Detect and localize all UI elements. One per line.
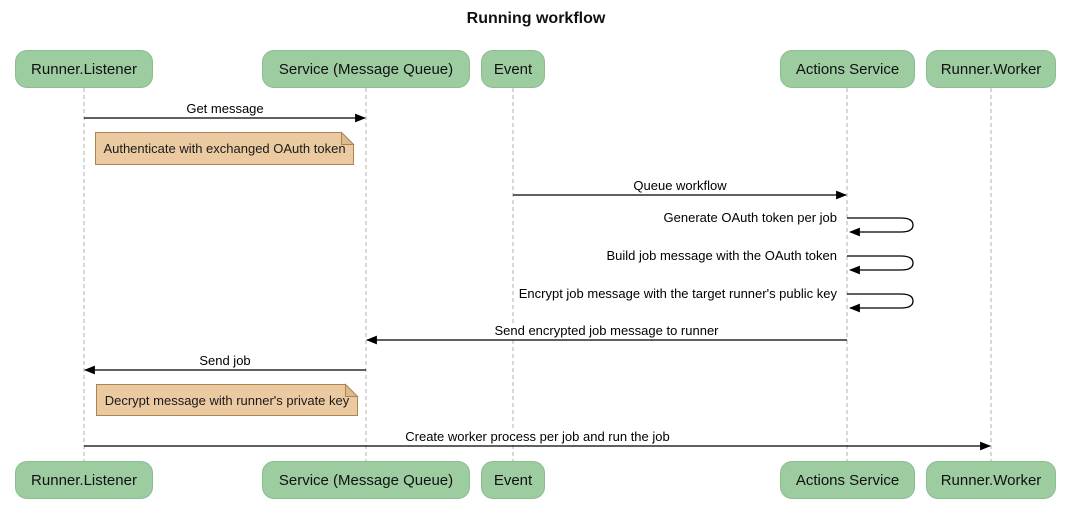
participant-runner-listener-top: Runner.Listener — [15, 50, 153, 88]
participant-label: Runner.Worker — [940, 471, 1042, 489]
message-label-build-job-message: Build job message with the OAuth token — [340, 248, 840, 264]
participant-label: Runner.Listener — [31, 60, 137, 78]
note-fold-decrypt — [345, 383, 359, 397]
participant-actions-service-top: Actions Service — [780, 50, 915, 88]
note-text-authenticate: Authenticate with exchanged OAuth token — [103, 141, 346, 156]
note-text-decrypt: Decrypt message with runner's private ke… — [104, 392, 350, 408]
participant-label: Runner.Worker — [940, 60, 1042, 78]
self-loop-encrypt-job-message — [847, 293, 914, 313]
diagram-title: Running workflow — [466, 10, 606, 27]
participant-label: Runner.Listener — [31, 471, 137, 489]
message-label-queue-workflow: Queue workflow — [513, 178, 847, 194]
participant-service-message-queue-top: Service (Message Queue) — [262, 50, 470, 88]
participant-label: Actions Service — [795, 471, 900, 489]
participant-runner-worker-top: Runner.Worker — [926, 50, 1056, 88]
message-label-encrypt-job-message: Encrypt job message with the target runn… — [340, 286, 840, 302]
participant-event-bottom: Event — [481, 461, 545, 499]
participant-service-message-queue-bottom: Service (Message Queue) — [262, 461, 470, 499]
participant-label: Service (Message Queue) — [278, 60, 454, 78]
participant-label: Actions Service — [795, 60, 900, 78]
message-label-generate-oauth-token: Generate OAuth token per job — [340, 210, 840, 226]
note-shape-authenticate — [95, 132, 354, 165]
message-label-get-message: Get message — [84, 101, 366, 117]
note-shape-decrypt — [96, 384, 358, 416]
self-loop-generate-oauth-token — [847, 217, 914, 237]
participant-label: Event — [493, 60, 533, 78]
participant-runner-worker-bottom: Runner.Worker — [926, 461, 1056, 499]
participant-event-top: Event — [481, 50, 545, 88]
message-label-create-worker-process: Create worker process per job and run th… — [84, 429, 991, 445]
participant-actions-service-bottom: Actions Service — [780, 461, 915, 499]
participant-runner-listener-bottom: Runner.Listener — [15, 461, 153, 499]
note-fold-authenticate — [341, 131, 355, 145]
participant-label: Service (Message Queue) — [278, 471, 454, 489]
participant-label: Event — [493, 471, 533, 489]
self-loop-build-job-message — [847, 255, 914, 275]
message-label-send-encrypted-job-message: Send encrypted job message to runner — [366, 323, 847, 339]
message-label-send-job: Send job — [84, 353, 366, 369]
